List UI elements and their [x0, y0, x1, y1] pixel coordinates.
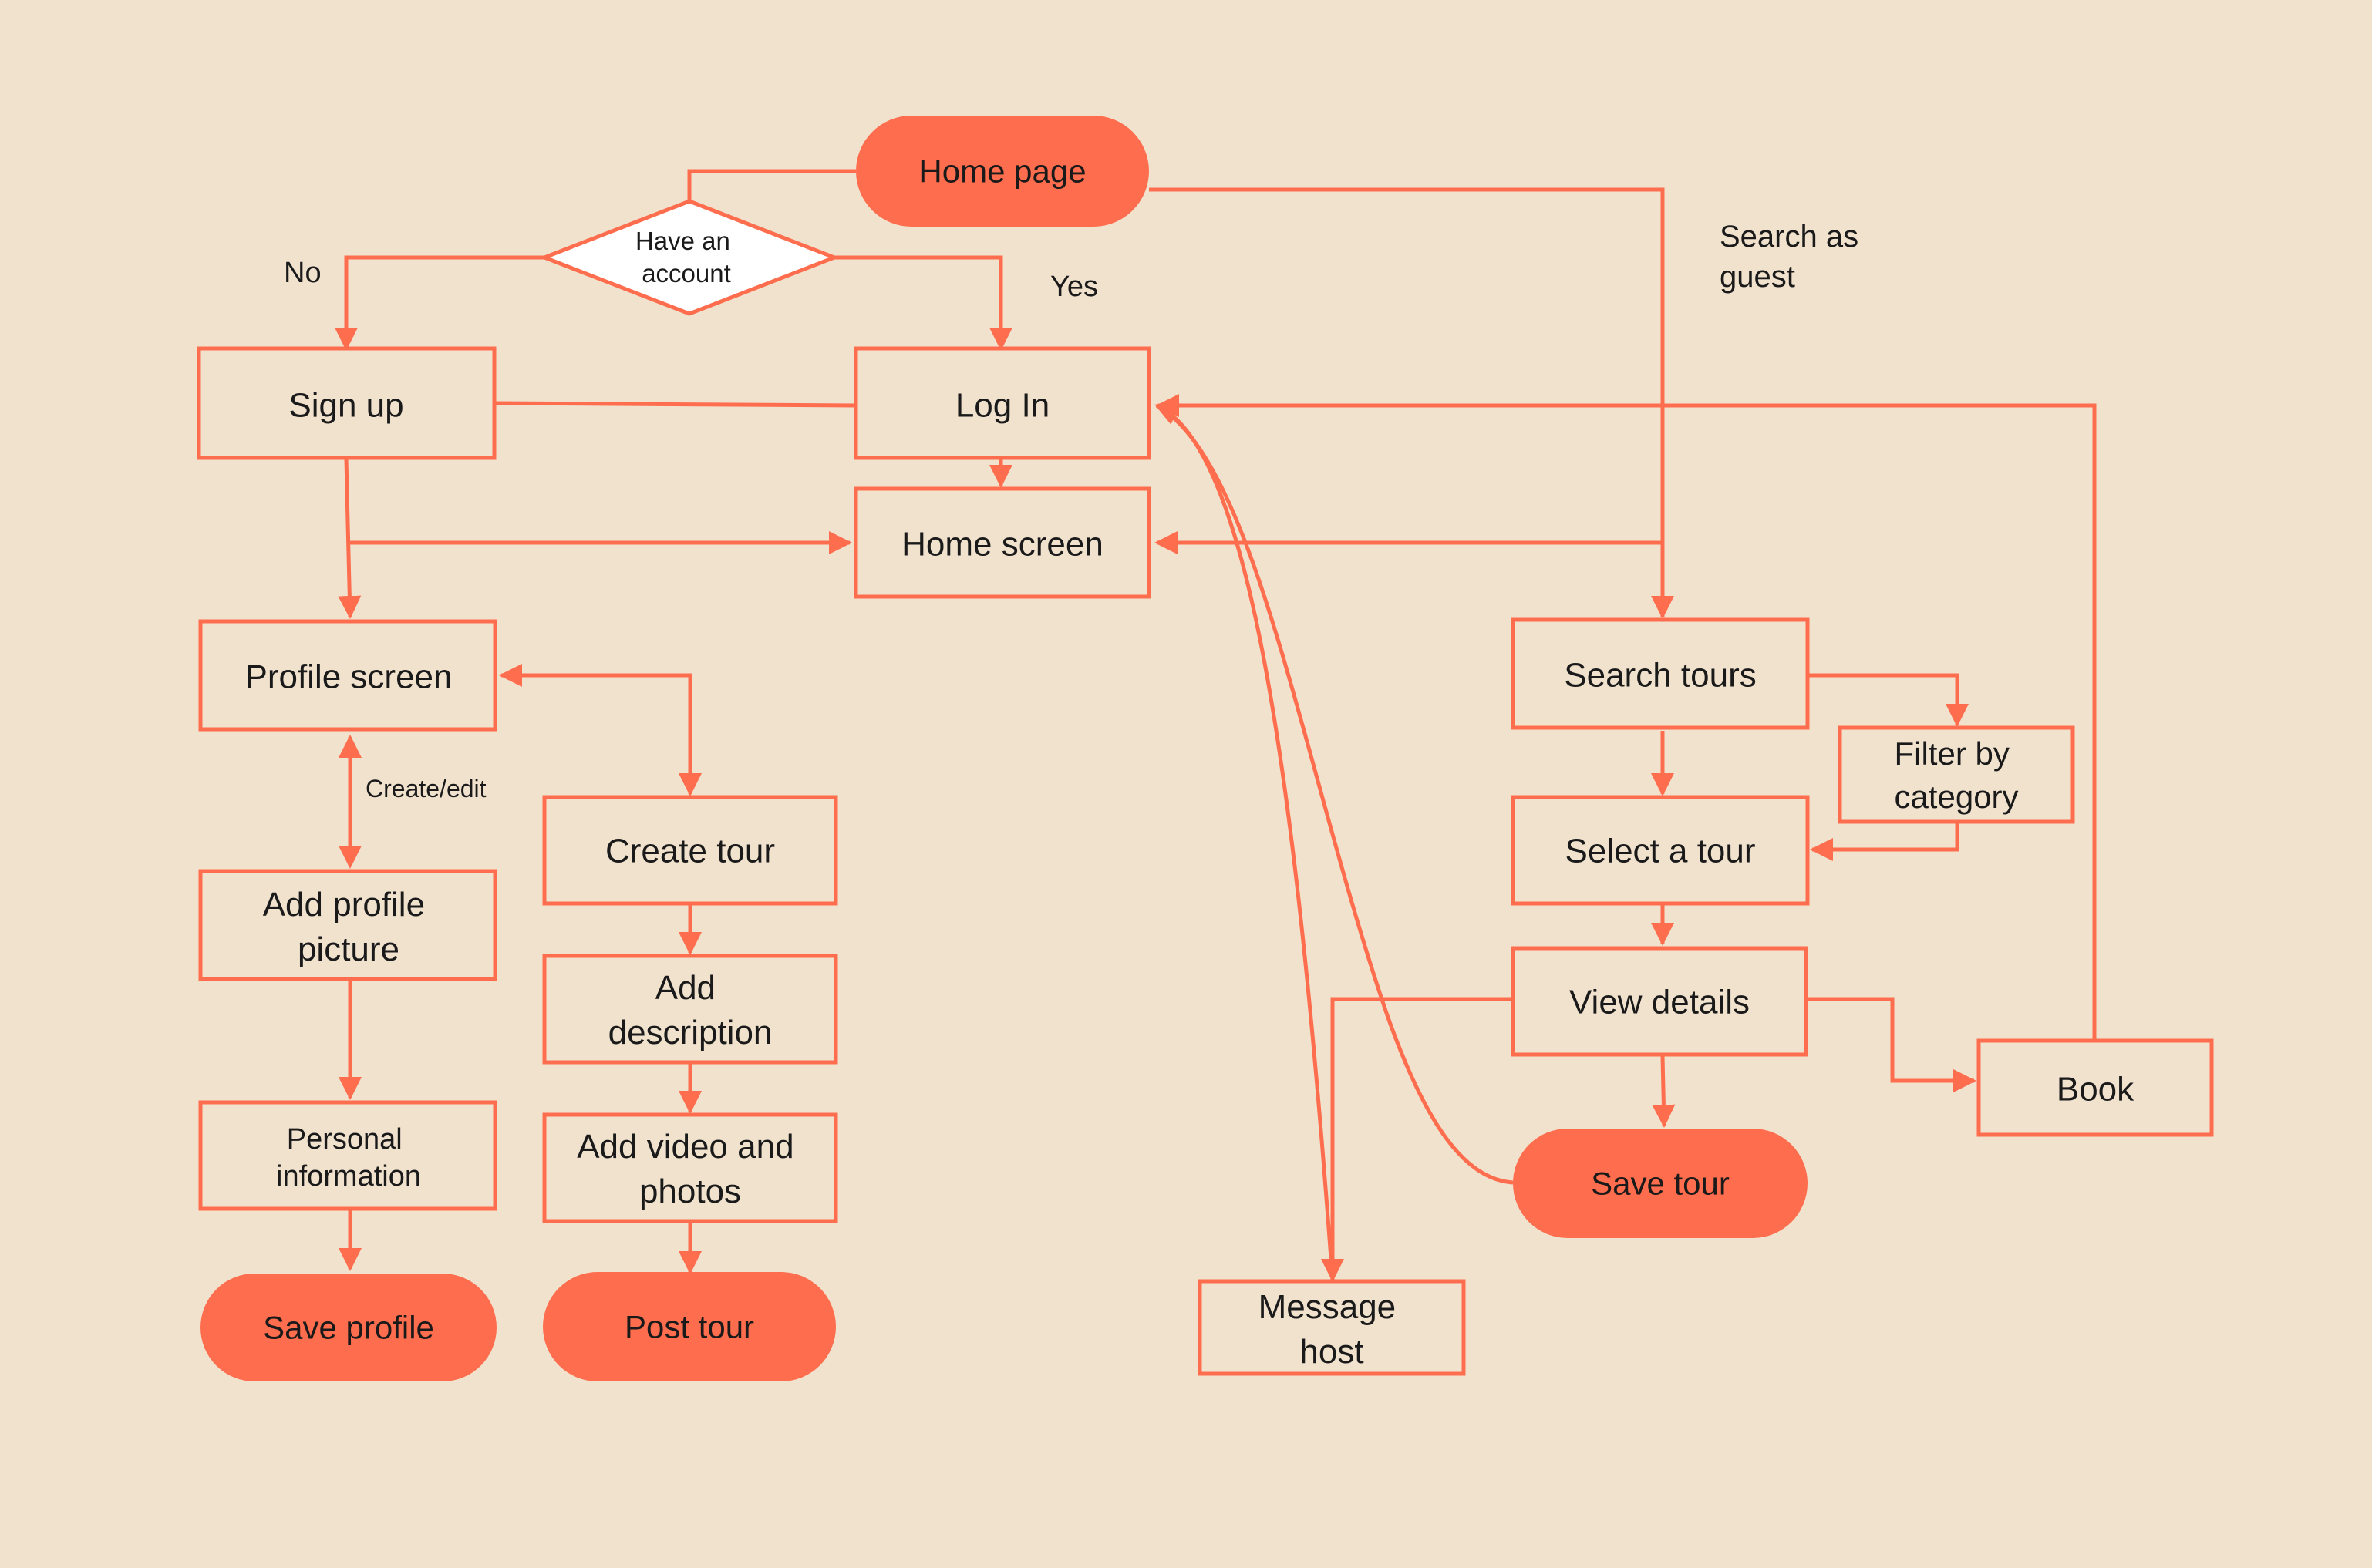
- edge-search-to-filter: [1808, 673, 1969, 727]
- node-filter-by-category: Filter by category: [1838, 725, 2075, 824]
- add-profile-picture-line-2: picture: [298, 930, 399, 968]
- node-create-tour: Create tour: [542, 795, 838, 906]
- node-search-tours: Search tours: [1511, 617, 1810, 730]
- personal-information-line-2: information: [276, 1160, 421, 1193]
- edge-homepage-to-search: [1149, 187, 1674, 619]
- add-video-photos-line-1: Add video and: [577, 1128, 793, 1166]
- edge-decision-to-signup: [335, 255, 544, 351]
- node-home-screen: Home screen: [854, 486, 1151, 599]
- edge-viewdetails-to-messagehost: [1321, 997, 1513, 1282]
- edge-viewdetails-to-savetour: [1652, 1055, 1676, 1128]
- node-post-tour: Post tour: [543, 1272, 836, 1381]
- node-select-a-tour: Select a tour: [1511, 795, 1810, 906]
- node-have-account-decision: Have an account: [539, 199, 840, 316]
- edge-book-to-login: [1156, 394, 2097, 1041]
- search-as-guest-line-1: Search as: [1720, 220, 1858, 254]
- edge-viewdetails-to-book: [1806, 997, 1976, 1092]
- edge-filter-to-select: [1810, 823, 1959, 861]
- edge-decision-to-login: [834, 255, 1012, 351]
- filter-by-category-line-1: Filter by: [1894, 735, 2009, 772]
- node-save-profile: Save profile: [200, 1274, 497, 1381]
- create-tour-label: Create tour: [605, 833, 775, 870]
- decision-label: Have an account: [635, 227, 737, 288]
- edge-label-search-as-guest: Search as guest: [1720, 220, 1867, 294]
- filter-by-category-label: Filter by category: [1894, 735, 2018, 815]
- node-view-details: View details: [1511, 946, 1808, 1057]
- edge-label-no: No: [284, 257, 322, 289]
- node-home-page: Home page: [856, 116, 1149, 227]
- home-screen-label: Home screen: [901, 526, 1103, 564]
- message-host-line-1: Message: [1258, 1288, 1397, 1326]
- add-description-line-2: description: [608, 1014, 773, 1052]
- edge-label-yes: Yes: [1050, 271, 1098, 303]
- node-profile-screen: Profile screen: [198, 619, 497, 732]
- save-profile-label: Save profile: [263, 1310, 434, 1346]
- edge-label-create-edit: Create/edit: [366, 775, 487, 803]
- node-save-tour: Save tour: [1513, 1129, 1808, 1238]
- search-as-guest-line-2: guest: [1720, 260, 1795, 294]
- node-message-host: Message host: [1198, 1279, 1466, 1376]
- personal-information-line-1: Personal: [287, 1123, 403, 1156]
- decision-label-line-1: Have an: [635, 227, 730, 255]
- sign-up-label: Sign up: [288, 387, 403, 425]
- edge-signup-login: [494, 401, 857, 408]
- node-sign-up: Sign up: [197, 346, 497, 460]
- add-description-label: Add description: [608, 969, 773, 1052]
- node-book: Book: [1976, 1038, 2214, 1137]
- message-host-label: Message host: [1258, 1288, 1406, 1371]
- edge-profile-createtour: [499, 664, 702, 796]
- book-label: Book: [2057, 1071, 2134, 1109]
- node-add-profile-picture: Add profile picture: [198, 869, 497, 981]
- home-page-label: Home page: [918, 153, 1086, 190]
- add-video-photos-label: Add video and photos: [577, 1128, 804, 1210]
- post-tour-label: Post tour: [625, 1309, 754, 1345]
- message-host-line-2: host: [1299, 1333, 1363, 1371]
- node-add-description: Add description: [542, 954, 838, 1065]
- profile-screen-label: Profile screen: [244, 658, 452, 696]
- edge-homepage-to-decision: [687, 169, 856, 201]
- search-tours-label: Search tours: [1564, 657, 1756, 695]
- add-profile-picture-line-1: Add profile: [263, 886, 425, 924]
- decision-label-line-2: account: [642, 259, 731, 288]
- view-details-label: View details: [1569, 984, 1750, 1021]
- node-personal-information: Personal information: [198, 1100, 497, 1211]
- edge-login-to-savetour-curve: [1155, 403, 1514, 1185]
- add-profile-picture-label: Add profile picture: [263, 886, 435, 968]
- select-a-tour-label: Select a tour: [1565, 833, 1755, 870]
- log-in-label: Log In: [955, 387, 1050, 425]
- filter-by-category-line-2: category: [1894, 779, 2018, 815]
- edge-signup-to-profile: [338, 459, 362, 619]
- node-add-video-photos: Add video and photos: [542, 1112, 838, 1223]
- add-description-line-1: Add: [655, 969, 716, 1007]
- personal-information-label: Personal information: [276, 1123, 421, 1193]
- add-video-photos-line-2: photos: [639, 1173, 741, 1210]
- save-tour-label: Save tour: [1591, 1166, 1730, 1202]
- node-log-in: Log In: [854, 346, 1151, 460]
